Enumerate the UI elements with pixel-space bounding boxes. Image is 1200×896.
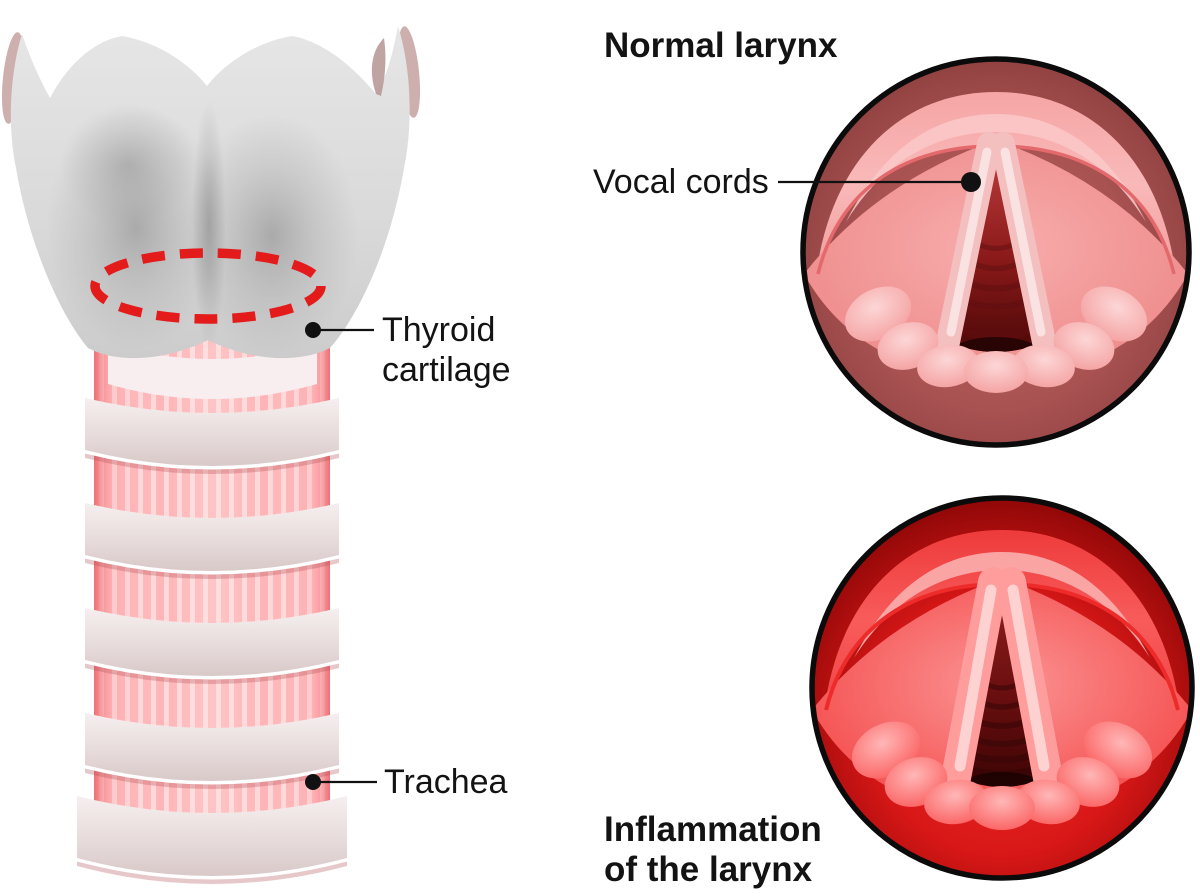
vocal-cords-inflamed	[941, 567, 1063, 793]
trachea-shape	[77, 340, 347, 884]
title-inflammation-of-the-larynx: Inflammation of the larynx	[604, 810, 822, 889]
trachea-leader-line	[305, 774, 377, 790]
arytenoid-lumps-normal	[844, 286, 1148, 393]
inflamed-larynx-view	[809, 495, 1195, 881]
epiglottis-normal	[816, 92, 1176, 276]
vocal-cords-leader-line	[778, 172, 981, 192]
larynx-side-view-illustration	[1, 26, 421, 884]
arytenoid-lumps-inflamed	[851, 721, 1153, 830]
vocal-cords-normal	[936, 132, 1056, 354]
title-normal-larynx: Normal larynx	[604, 26, 838, 65]
highlight-dashed-ellipse	[90, 248, 326, 324]
label-vocal-cords: Vocal cords	[593, 163, 769, 201]
thyroid-leader-line	[305, 322, 374, 338]
thyroid-cartilage-shape	[1, 26, 421, 359]
epiglottis-inflamed	[824, 530, 1180, 712]
label-thyroid-cartilage: Thyroid cartilage	[382, 311, 511, 389]
label-trachea: Trachea	[384, 763, 508, 801]
normal-larynx-view	[800, 56, 1192, 448]
